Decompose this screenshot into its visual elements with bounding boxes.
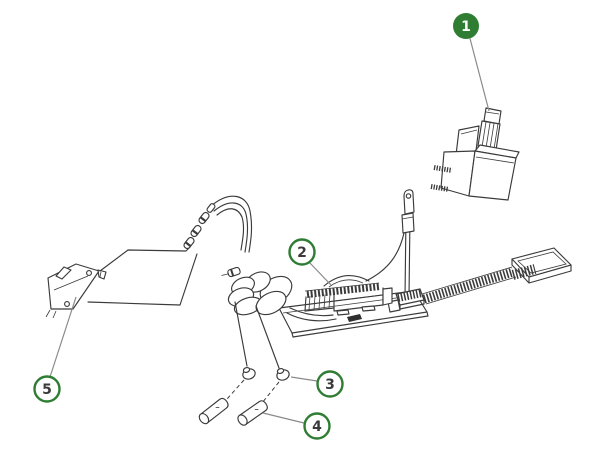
ribbon-end-connector: [511, 247, 572, 284]
bullet-connector: [183, 236, 195, 250]
callout-1-number: 1: [461, 19, 471, 35]
leader-line-5: [49, 296, 77, 378]
heatsink-fins: [304, 293, 335, 312]
sensor-rod: [365, 189, 415, 298]
callout-5: 5: [33, 296, 77, 403]
cable-coil: [221, 266, 337, 369]
wire-harness: [183, 195, 253, 253]
callout-4-circle: [303, 412, 331, 440]
bullet-connector: [190, 224, 202, 238]
callout-2-circle: [288, 238, 316, 266]
callout-2-number: 2: [297, 245, 307, 261]
callout-3-number: 3: [325, 377, 335, 393]
callout-4: 4: [262, 412, 331, 440]
ribbon-cable: [395, 266, 517, 310]
part-4-sleeves: [198, 397, 268, 426]
callout-3: 3: [290, 370, 344, 398]
callout-5-circle: [33, 375, 61, 403]
ferrule: [206, 203, 216, 213]
leader-line-3: [290, 376, 318, 382]
part-2-control-unit: [304, 275, 393, 322]
callout-1: 1: [453, 13, 490, 112]
callout-4-number: 4: [312, 419, 322, 435]
callout-5-number: 5: [42, 382, 52, 398]
leader-line-1: [469, 38, 490, 112]
callout-1-circle: [453, 13, 479, 39]
leader-line-4: [262, 412, 305, 424]
callout-2: 2: [288, 238, 332, 286]
callout-3-circle: [316, 370, 344, 398]
part-1-module: [430, 107, 520, 201]
leader-line-2: [308, 261, 332, 286]
bullet-connector: [198, 211, 210, 225]
cable-terminal: [221, 266, 241, 278]
part-3-clips: [226, 367, 290, 404]
part-5-microswitch: [45, 263, 107, 319]
